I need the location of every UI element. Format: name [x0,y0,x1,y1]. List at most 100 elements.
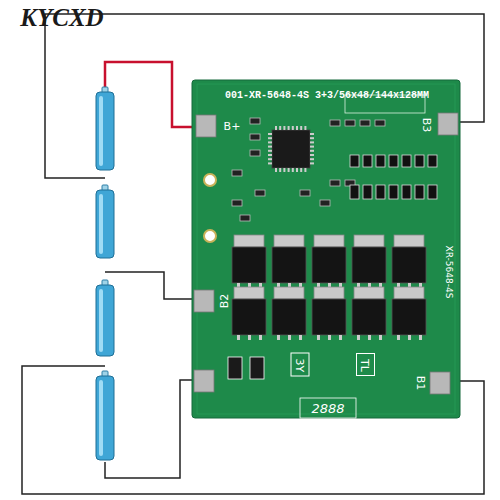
smd-resistor [376,155,385,167]
smd-resistor [428,185,437,199]
mosfet-tab [274,235,304,247]
ic-pin [268,154,272,156]
mosfet [392,247,426,283]
cell-highlight [99,380,103,456]
ic-pin [292,126,294,130]
smd-resistor [363,185,372,199]
ic-pin [292,168,294,172]
pin-name: B2 [219,294,230,309]
mosfet-leg [339,335,342,340]
ic-pin [310,158,314,160]
shunt-resistor [228,357,242,379]
mosfet-leg [317,335,320,340]
mosfet-leg [408,335,411,340]
ic-pin [310,162,314,164]
silk-box: 3Y [291,352,310,376]
ic-pin [268,158,272,160]
bminus-wire [105,380,198,478]
smd-part [300,190,310,196]
smd-part [360,120,370,126]
smd-resistor [428,155,437,167]
pin-name: B1 [415,376,426,391]
smd-resistor [389,185,398,199]
ic-pin [300,168,302,172]
mosfet-leg [419,335,422,340]
smd-resistor [402,185,411,199]
mosfet-leg [357,335,360,340]
mosfet-tab [354,287,384,299]
mosfet-leg [259,335,262,340]
mosfet [352,247,386,283]
ic-pin [268,137,272,139]
ic-pin [283,168,285,172]
smd-resistor [363,155,372,167]
mosfet [312,299,346,335]
mosfet-leg [288,335,291,340]
solder-pad [194,290,214,312]
silk-label: TL [359,359,370,370]
ic-pin [310,141,314,143]
ic-pin [279,126,281,130]
smd-resistor [376,185,385,199]
cell-highlight [99,96,103,166]
mosfet-tab [314,287,344,299]
silk-box [300,398,356,418]
battery-cell [96,92,114,170]
smd-resistor [350,185,359,199]
red-wire [105,62,200,127]
ic-pin [304,168,306,172]
mosfet-leg [299,335,302,340]
ic-pin [310,133,314,135]
mosfet-leg [248,335,251,340]
smd-part [232,170,242,176]
ic-pin [310,150,314,152]
control-ic [272,130,310,168]
board-model: XR-5648-4S [444,246,453,299]
pcb-trace-outline [197,84,455,414]
smd-resistor [350,155,359,167]
wires [22,14,484,494]
mosfet [272,247,306,283]
batch-number: 2888 [311,402,344,415]
ic-pin [268,141,272,143]
battery-cells [96,87,114,460]
board-header: 001-XR-5648-4S 3+3/56x48/144x128MM [225,91,429,101]
mosfet-leg [237,335,240,340]
mosfet-tab [394,235,424,247]
mosfet-tab [234,287,264,299]
shunt-resistor [250,357,264,379]
ic-pin [283,126,285,130]
smd-resistor [402,155,411,167]
mosfet-leg [379,335,382,340]
ic-pin [288,168,290,172]
smd-part [375,120,385,126]
mosfet-leg [277,335,280,340]
smd-part [240,215,250,221]
battery-cell [96,190,114,258]
mosfet-tab [274,287,304,299]
mosfet-tab [234,235,264,247]
solder-pad [430,372,450,394]
mosfet [312,247,346,283]
mosfet [232,299,266,335]
mount-hole [204,174,216,186]
ic-pin [288,126,290,130]
mount-hole [204,230,216,242]
mosfet-leg [328,335,331,340]
ic-pin [268,150,272,152]
smd-part [330,180,340,186]
silk-box: TL [356,353,375,376]
mosfet [352,299,386,335]
smd-part [255,190,265,196]
smd-part [250,118,260,124]
smd-part [250,134,260,140]
smd-resistor [389,155,398,167]
ic-pin [310,154,314,156]
mosfet [232,247,266,283]
ic-pin [268,162,272,164]
pcb-board [192,80,460,418]
solder-pad [196,115,216,137]
ic-pin [275,168,277,172]
